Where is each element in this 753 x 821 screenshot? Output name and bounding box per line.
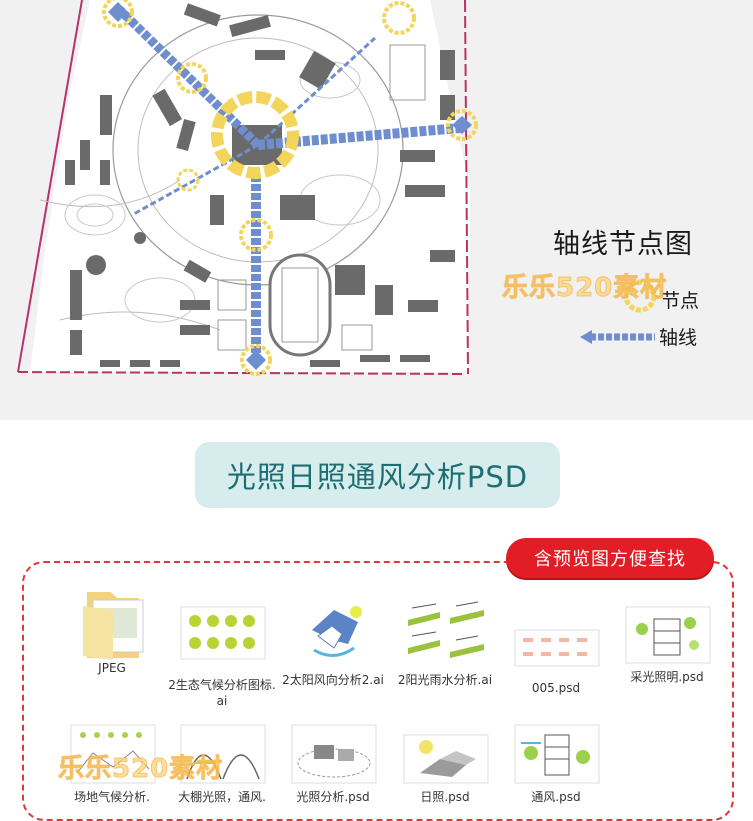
file-item[interactable]: 通风.psd (501, 723, 611, 805)
legend-node-label: 节点 (661, 290, 700, 312)
psd-file-thumbnail (284, 723, 382, 785)
football-field (281, 267, 319, 343)
section-title: 光照日照通风分析PSD (226, 460, 529, 494)
watermark: 乐乐520素材 (57, 754, 224, 785)
boundary-bottom (17, 371, 466, 375)
file-name: 2生态气候分析图标.ai (168, 678, 276, 708)
file-name: 场地气候分析. (74, 790, 150, 804)
boundary-right (464, 0, 469, 375)
campus-map-drawing (17, 0, 657, 376)
file-item[interactable]: 2太阳风向分析2.ai (278, 600, 388, 688)
ai-file-thumbnail (173, 605, 271, 673)
ai-file-thumbnail (396, 600, 494, 668)
psd-file-thumbnail (63, 723, 161, 785)
preview-badge-label: 含预览图方便查找 (534, 549, 686, 570)
site-area (30, 0, 470, 372)
file-item[interactable]: 日照.psd (390, 733, 500, 805)
file-name: 2太阳风向分析2.ai (282, 673, 384, 687)
folder-icon (63, 588, 161, 660)
file-name: 通风.psd (531, 790, 581, 804)
running-track (268, 253, 332, 357)
map-title: 轴线节点图 (553, 229, 693, 260)
file-item[interactable]: 2生态气候分析图标.ai (167, 605, 277, 709)
preview-badge: 含预览图方便查找 (506, 538, 714, 578)
psd-file-thumbnail (507, 628, 605, 668)
psd-file-thumbnail (173, 723, 271, 785)
psd-file-thumbnail (507, 723, 605, 785)
file-name: 大棚光照，通风. (178, 790, 266, 804)
watermark: 乐乐520素材 (501, 273, 668, 304)
file-item[interactable]: 光照分析.psd (278, 723, 388, 805)
file-name: 2阳光雨水分析.ai (397, 673, 493, 687)
file-item[interactable]: JPEG (57, 588, 167, 676)
file-name: 日照.psd (420, 790, 470, 804)
axis-node-map: 轴线节点图 节点 轴线 乐乐520素材 (0, 0, 753, 420)
file-name: JPEG (98, 661, 126, 675)
legend-axis-label: 轴线 (659, 327, 698, 349)
ai-file-thumbnail (284, 600, 382, 668)
file-item[interactable]: 005.psd (501, 628, 611, 696)
file-name: 005.psd (531, 681, 581, 695)
legend-node-symbol (623, 279, 657, 313)
boundary-left (17, 0, 83, 373)
section-title-banner: 光照日照通风分析PSD (195, 442, 560, 508)
psd-file-thumbnail (618, 605, 716, 665)
file-item[interactable]: 采光照明.psd (612, 605, 722, 685)
file-name: 采光照明.psd (630, 670, 704, 684)
psd-file-thumbnail (396, 733, 494, 785)
file-name: 光照分析.psd (296, 790, 370, 804)
nodes (102, 0, 478, 376)
file-item[interactable]: 2阳光雨水分析.ai (390, 600, 500, 688)
